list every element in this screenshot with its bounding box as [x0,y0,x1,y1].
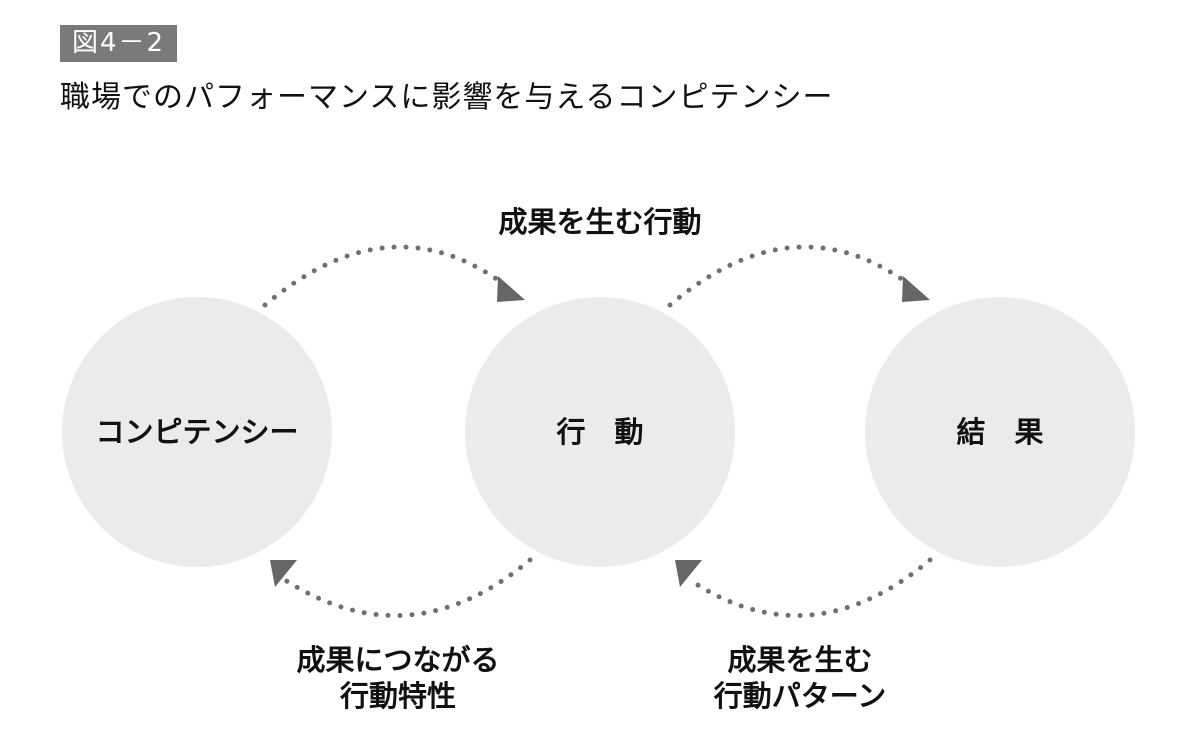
node-label-competency: コンピテンシー [95,415,299,449]
arrow-result-to-behavior [687,557,933,618]
edge-label-top: 成果を生む行動 [498,205,702,239]
arrowhead-icon [497,276,525,302]
edge-label-bottom-right-line2: 行動パターン [713,679,887,713]
edge-label-bottom-left-line2: 行動特性 [339,679,457,713]
arrow-behavior-to-result [667,244,913,308]
arrowhead-icon [902,276,930,302]
arrow-competency-to-behavior [262,244,508,308]
arrowhead-icon [270,560,297,587]
node-label-behavior: 行 動 [556,415,644,449]
arrowhead-icon [675,560,702,587]
edge-label-bottom-right-line1: 成果を生む [727,643,873,677]
arrow-behavior-to-competency [282,557,533,618]
node-competency [62,297,332,567]
node-result [865,297,1135,567]
node-behavior [465,297,735,567]
node-label-result: 結 果 [956,415,1044,449]
edge-label-bottom-left-line1: 成果につながる [296,643,500,677]
figure-number-badge: 図4－2 [60,25,178,62]
figure-title: 職場でのパフォーマンスに影響を与えるコンピテンシー [60,80,834,115]
